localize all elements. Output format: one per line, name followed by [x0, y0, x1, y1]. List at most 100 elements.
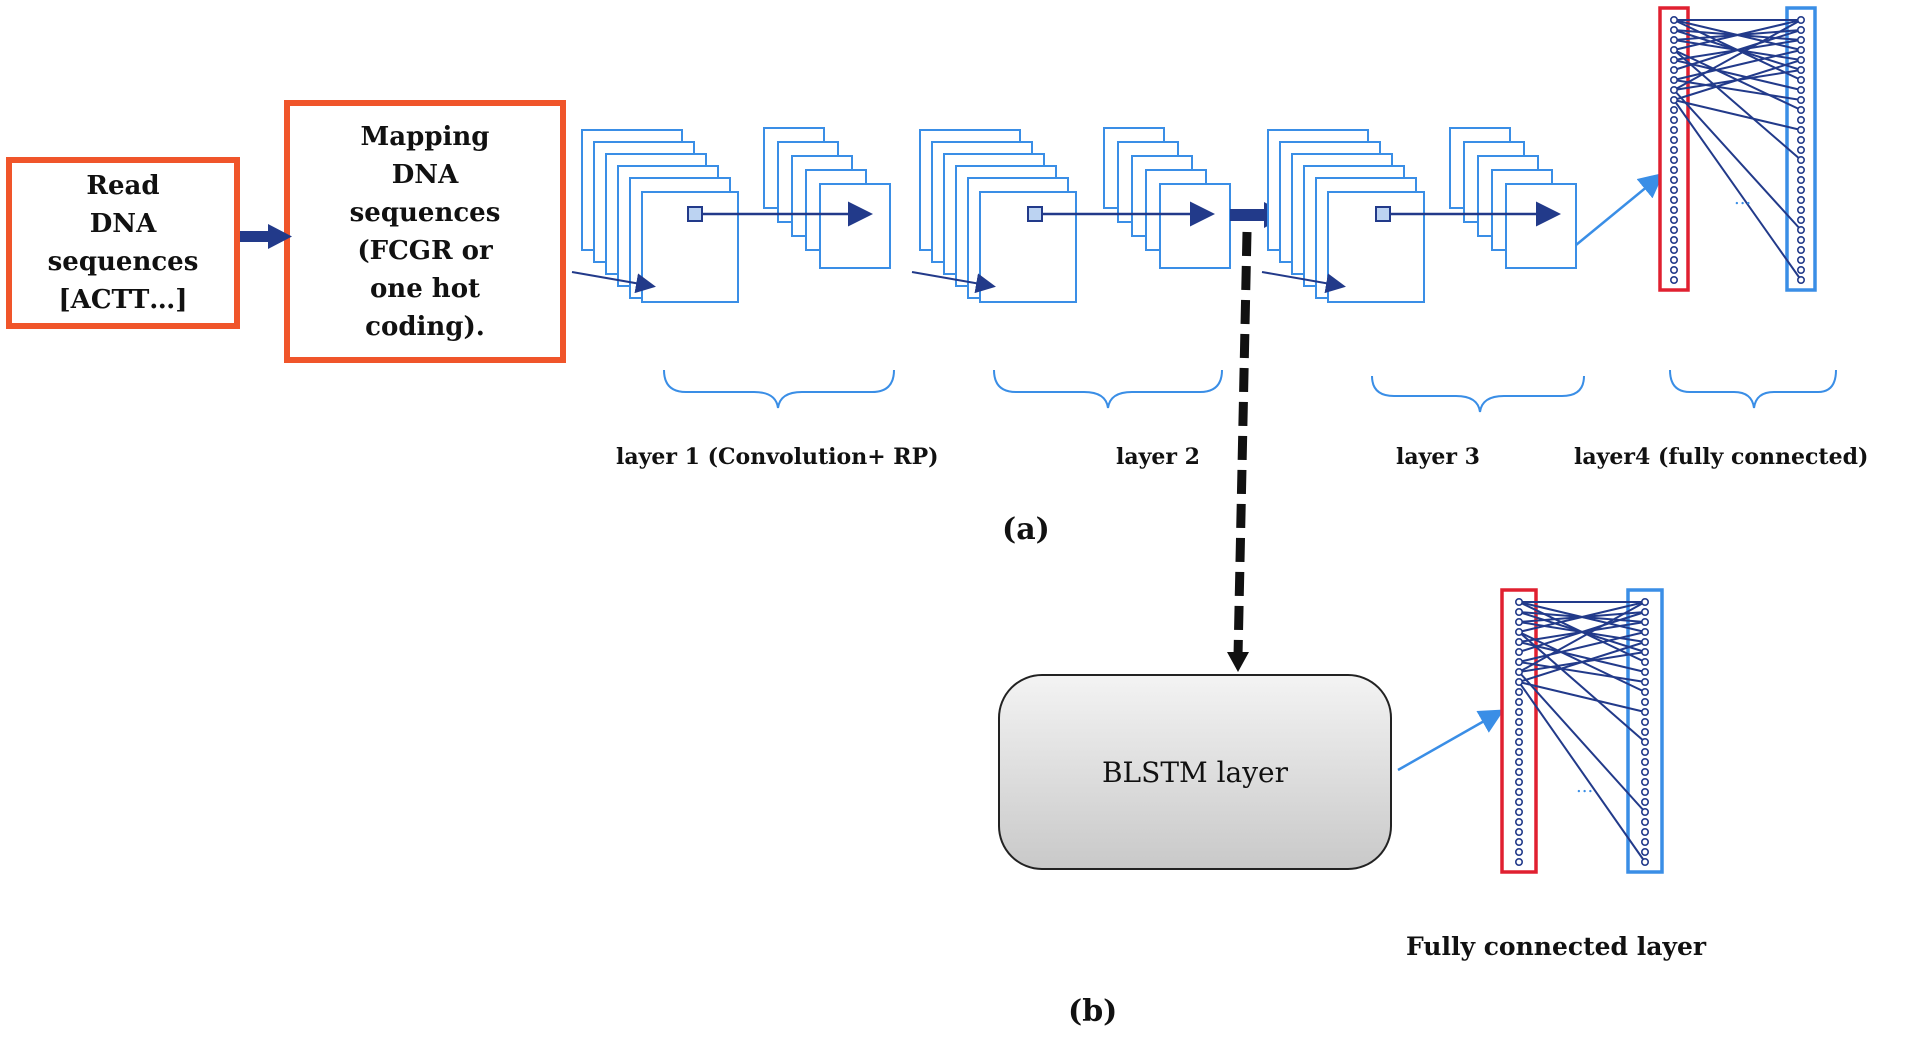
fc-node [1797, 146, 1806, 155]
fc-node [1515, 717, 1524, 726]
fc-connection [1673, 59, 1802, 101]
fc-connection [1518, 601, 1646, 673]
fc-node [1515, 677, 1524, 686]
fc-node [1641, 597, 1650, 606]
fc-node [1797, 15, 1806, 24]
fc-node [1515, 787, 1524, 796]
conv-group-2-kernels [911, 201, 1215, 294]
fc-b-ellipsis: ... [1576, 776, 1593, 797]
fc-node [1515, 747, 1524, 756]
fc-node [1797, 45, 1806, 54]
to-fc-a-arrow [1575, 172, 1664, 246]
fc-node [1670, 126, 1679, 135]
fc-node [1641, 847, 1650, 856]
layer3-label: layer 3 [1396, 444, 1480, 470]
fc-node [1641, 737, 1650, 746]
fc-connection [1673, 19, 1802, 91]
fc-connection [1673, 59, 1802, 91]
fc-node [1641, 707, 1650, 716]
fc-connection [1673, 79, 1802, 101]
fc-node [1797, 116, 1806, 125]
fc-node [1515, 667, 1524, 676]
caption-a: (a) [1002, 512, 1050, 547]
fc-node [1670, 206, 1679, 215]
fc-node [1670, 76, 1679, 85]
fc-node [1670, 255, 1679, 264]
fc-node [1641, 727, 1650, 736]
fc-node [1641, 627, 1650, 636]
fc-node [1641, 717, 1650, 726]
fc-node [1515, 637, 1524, 646]
fc-connection [1673, 49, 1802, 161]
fc-a-nodes [1670, 15, 1806, 284]
fc-node [1797, 136, 1806, 145]
fc-node [1797, 35, 1806, 44]
fc-node [1797, 216, 1806, 225]
mapping-dna-text: Mapping DNA sequences (FCGR or one hot c… [349, 121, 501, 342]
fc-node [1515, 737, 1524, 746]
fc-node [1670, 35, 1679, 44]
fc-node [1797, 86, 1806, 95]
fc-node [1797, 246, 1806, 255]
fc-node [1641, 637, 1650, 646]
fc-node [1670, 146, 1679, 155]
fc-node [1670, 136, 1679, 145]
fc-node [1515, 657, 1524, 666]
fc-node [1797, 55, 1806, 64]
layer2-label: layer 2 [1116, 444, 1200, 470]
fc-node [1670, 116, 1679, 125]
blstm-to-fc-arrow [1397, 709, 1505, 772]
fc-node [1641, 607, 1650, 616]
fc-node [1641, 667, 1650, 676]
fc-node [1515, 837, 1524, 846]
fc-connection [1518, 611, 1646, 653]
read-to-mapping-arrow [240, 224, 292, 249]
fc-net-b [1500, 588, 1664, 874]
fc-node [1797, 156, 1806, 165]
fc-b-connections [1518, 601, 1646, 863]
fc-a-ellipsis: ... [1734, 188, 1751, 209]
fc-node [1515, 697, 1524, 706]
fc-node [1797, 186, 1806, 195]
fc-node [1670, 166, 1679, 175]
fc-node [1797, 96, 1806, 105]
layer4-label: layer4 (fully connected) [1574, 444, 1869, 470]
fc-node [1641, 797, 1650, 806]
fc-node [1797, 206, 1806, 215]
fc-node [1670, 156, 1679, 165]
fc-node [1797, 106, 1806, 115]
fc-node [1641, 837, 1650, 846]
fc-connection [1518, 641, 1646, 683]
fc-node [1515, 827, 1524, 836]
fc-node [1515, 757, 1524, 766]
fc-node [1515, 797, 1524, 806]
fc-node [1641, 687, 1650, 696]
fc-node [1641, 767, 1650, 776]
fc-node [1515, 597, 1524, 606]
fc-node [1670, 25, 1679, 34]
fc-node [1797, 166, 1806, 175]
fc-connection [1518, 601, 1646, 633]
fc-node [1670, 216, 1679, 225]
fc-connection [1518, 641, 1646, 673]
read-dna-text: Read DNA sequences [ACTT…] [47, 171, 199, 315]
fc-node [1797, 76, 1806, 85]
fc-node [1670, 246, 1679, 255]
fc-node [1515, 617, 1524, 626]
fc-connection [1673, 89, 1802, 231]
fc-node [1797, 236, 1806, 245]
fc-node [1641, 697, 1650, 706]
blstm-layer-label: BLSTM layer [1101, 755, 1289, 789]
fc-node [1515, 647, 1524, 656]
fc-node [1797, 226, 1806, 235]
fc-node [1515, 607, 1524, 616]
conv-group-1-kernels [571, 201, 873, 294]
fc-node [1515, 727, 1524, 736]
fc-connection [1518, 661, 1646, 683]
fc-node [1797, 176, 1806, 185]
mapping-dna-box: Mapping DNA sequences (FCGR or one hot c… [284, 100, 566, 363]
fc-node [1797, 265, 1806, 274]
fc-node [1797, 196, 1806, 205]
fc-node [1641, 647, 1650, 656]
